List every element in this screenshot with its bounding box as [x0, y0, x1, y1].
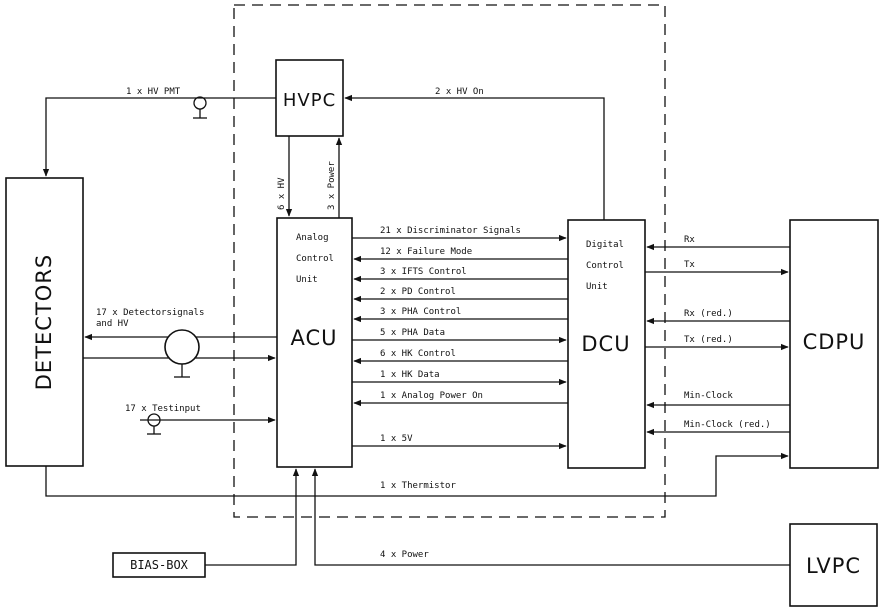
acu-sub-unit: Unit — [296, 275, 318, 285]
dcu-label: DCU — [581, 332, 630, 356]
dcu-cdpu-signal-row: Min-Clock — [646, 391, 790, 409]
thermistor-line: 1 x Thermistor — [45, 452, 789, 497]
acu-dcu-signal-row: 21 x Discriminator Signals — [352, 226, 567, 242]
acu-dcu-signal-row: 1 x HK Data — [352, 370, 567, 386]
acu-dcu-signal-row: 1 x Analog Power On — [353, 391, 568, 407]
dcu-cdpu-signal-row: Tx (red.) — [645, 335, 789, 351]
detectors-block: DETECTORS — [5, 177, 84, 467]
instrument-boundary — [233, 4, 666, 518]
lvpc-block: LVPC — [789, 523, 878, 607]
hvpc-label: HVPC — [283, 90, 336, 111]
signal-label: 21 x Discriminator Signals — [380, 226, 521, 236]
acu-label: ACU — [290, 326, 337, 350]
detectors-label: DETECTORS — [32, 254, 56, 390]
signal-label: Tx — [684, 260, 695, 270]
cdpu-label: CDPU — [803, 330, 866, 354]
hv-on-line: 2 x HV On — [344, 87, 605, 220]
power3-label: 3 x Power — [327, 161, 337, 210]
bias-box-power-line — [205, 468, 300, 566]
bias-box-block: BIAS-BOX — [112, 552, 206, 578]
signal-label: 1 x 5V — [380, 434, 413, 444]
acu-sub-control: Control — [296, 254, 334, 264]
signal-label: 1 x HK Data — [380, 370, 440, 380]
acu-dcu-signal-row: 5 x PHA Data — [352, 328, 567, 344]
acu-dcu-signal-row: 12 x Failure Mode — [353, 247, 568, 263]
signal-label: 6 x HK Control — [380, 349, 456, 359]
power4-label: 4 x Power — [380, 550, 429, 560]
dcu-sub-digital: Digital — [586, 240, 624, 250]
thermistor-label: 1 x Thermistor — [380, 481, 456, 491]
bias-box-label: BIAS-BOX — [130, 558, 189, 572]
lvpc-label: LVPC — [806, 554, 861, 578]
acu-dcu-signals: 21 x Discriminator Signals 12 x Failure … — [352, 226, 568, 450]
detector-signals-lines: 17 x Detectorsignals and HV — [83, 308, 277, 378]
dcu-cdpu-signals: Rx Tx Rx (red.) Tx (red.) Min-Clock Min-… — [645, 235, 790, 436]
hv-pmt-line: 1 x HV PMT — [42, 87, 276, 177]
signal-label: Min-Clock (red.) — [684, 420, 771, 430]
power3-line: 3 x Power — [327, 137, 343, 218]
signal-label: 5 x PHA Data — [380, 328, 445, 338]
det-signals-label-2: and HV — [96, 319, 129, 329]
signal-label: 1 x Analog Power On — [380, 391, 483, 401]
dcu-block: Digital Control Unit DCU — [567, 219, 646, 469]
testinput-label: 17 x Testinput — [125, 404, 201, 414]
dcu-cdpu-signal-row: Rx (red.) — [646, 309, 790, 325]
signal-label: 2 x PD Control — [380, 287, 456, 297]
signal-label: 3 x IFTS Control — [380, 267, 467, 277]
acu-dcu-signal-row: 2 x PD Control — [353, 287, 568, 303]
signal-label: Rx — [684, 235, 695, 245]
signal-label: Tx (red.) — [684, 335, 733, 345]
hv-line: 6 x HV — [277, 136, 293, 217]
dcu-sub-control: Control — [586, 261, 624, 271]
testinput-line: 17 x Testinput — [125, 404, 276, 435]
cdpu-block: CDPU — [789, 219, 879, 469]
signal-label: 12 x Failure Mode — [380, 247, 472, 257]
signal-label: 3 x PHA Control — [380, 307, 461, 317]
acu-dcu-signal-row: 1 x 5V — [352, 434, 567, 450]
dcu-cdpu-signal-row: Rx — [646, 235, 790, 251]
acu-sub-analog: Analog — [296, 233, 329, 243]
dcu-sub-unit: Unit — [586, 282, 608, 292]
hv-on-label: 2 x HV On — [435, 87, 484, 97]
signal-label: Rx (red.) — [684, 309, 733, 319]
hvpc-block: HVPC — [275, 59, 344, 137]
signal-label: Min-Clock — [684, 391, 733, 401]
dcu-cdpu-signal-row: Tx — [645, 260, 789, 276]
power4-line: 4 x Power — [311, 468, 790, 566]
acu-dcu-signal-row: 6 x HK Control — [353, 349, 568, 365]
acu-dcu-signal-row: 3 x IFTS Control — [353, 267, 568, 283]
acu-block: Analog Control Unit ACU — [276, 217, 353, 468]
hv-pmt-label: 1 x HV PMT — [126, 87, 181, 97]
det-signals-label-1: 17 x Detectorsignals — [96, 308, 204, 318]
acu-dcu-signal-row: 3 x PHA Control — [353, 307, 568, 323]
hv-label: 6 x HV — [277, 177, 287, 210]
dcu-cdpu-signal-row: Min-Clock (red.) — [646, 420, 790, 436]
